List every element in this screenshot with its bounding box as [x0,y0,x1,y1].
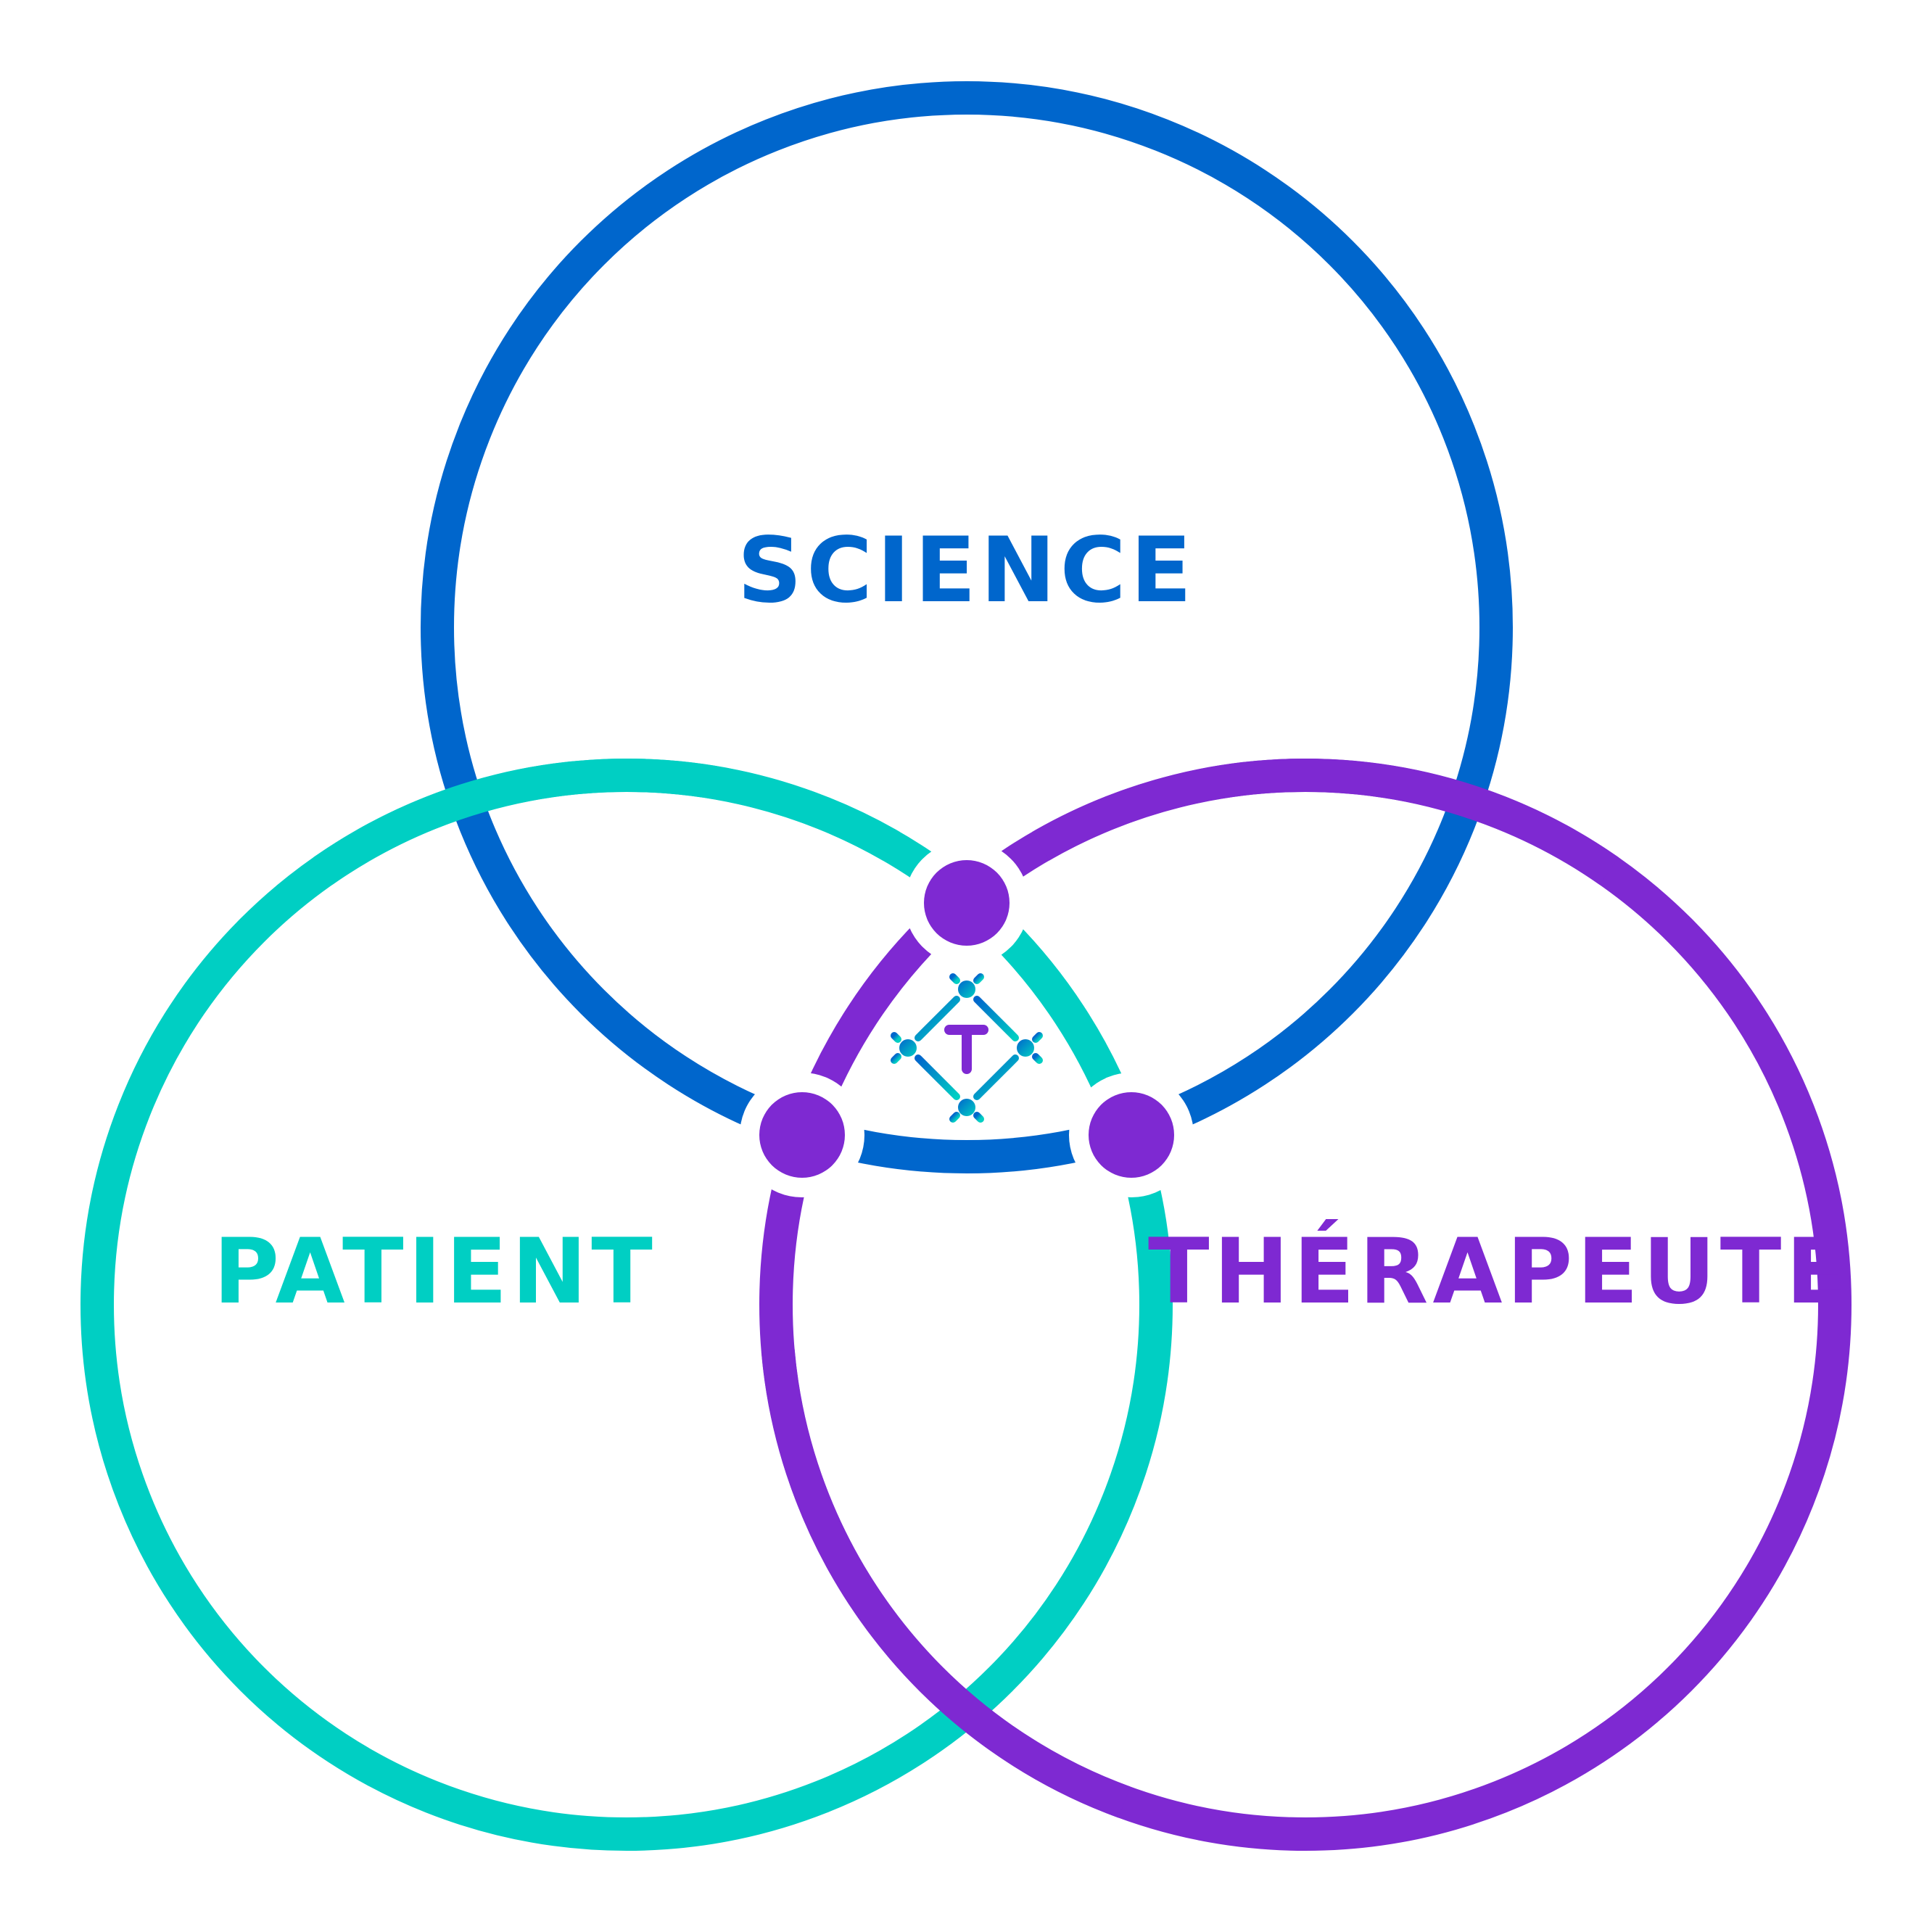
science-circle [421,81,1513,1173]
center-logo [891,973,1043,1123]
logo-tick [891,1032,901,1043]
logo-tick [973,1112,984,1123]
label-patient: PATIENT [213,1220,657,1324]
patient-arc-top [313,759,900,885]
intersection-node-top [924,860,1010,946]
logo-tick [949,1112,960,1123]
logo-node [958,1099,975,1116]
logo-tick [891,1053,901,1064]
intersection-node-bottom-right [1089,1092,1174,1178]
logo-edge [915,1054,960,1100]
logo-node [899,1039,917,1057]
logo-edge [973,1054,1019,1100]
intersection-node-bottom-left [759,1092,845,1178]
logo-tick [1032,1053,1043,1064]
logo-tick [1032,1032,1043,1043]
label-science: SCIENCE [738,519,1197,623]
logo-node [1017,1039,1034,1057]
label-therapeute: THÉRAPEUTE [1148,1218,1852,1324]
logo-edge [915,996,960,1041]
therapeute-arc-bottom [761,1349,1131,1818]
logo-edge [973,996,1019,1041]
logo-node [958,981,975,998]
therapeute-arc-top [1032,759,1619,885]
logo-tick [973,973,984,984]
logo-tick [949,973,960,984]
